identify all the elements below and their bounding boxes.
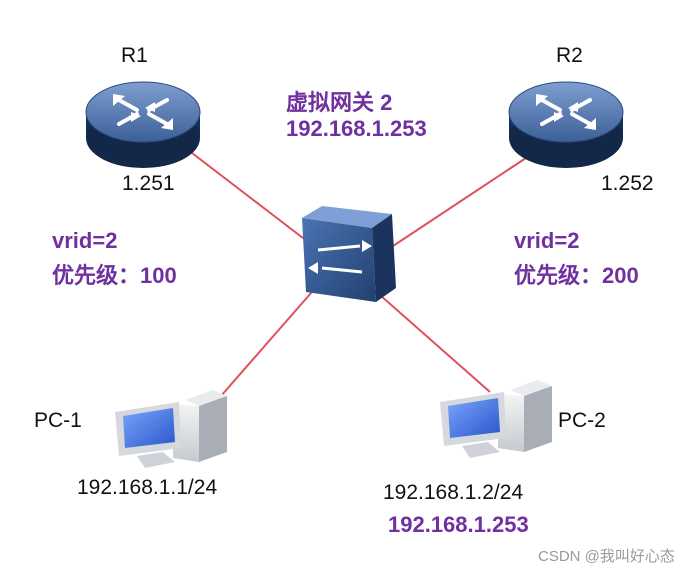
router-r2-ip: 1.252 bbox=[601, 172, 654, 195]
router-r2-name: R2 bbox=[556, 44, 583, 67]
vrrp-left-priority: 优先级：100 bbox=[52, 263, 177, 288]
vrrp-left-vrid: vrid=2 bbox=[52, 228, 118, 253]
router-r1-name: R1 bbox=[121, 44, 148, 67]
pc-1-icon bbox=[115, 390, 227, 468]
router-r1-icon bbox=[85, 81, 201, 168]
links bbox=[174, 139, 536, 421]
pc-2-gateway: 192.168.1.253 bbox=[388, 512, 529, 537]
link-switch-pc2 bbox=[371, 287, 491, 393]
vrrp-right-vrid: vrid=2 bbox=[514, 228, 580, 253]
vrrp-right-priority: 优先级：200 bbox=[514, 263, 639, 288]
pc-2-ip: 192.168.1.2/24 bbox=[383, 481, 524, 504]
link-r1-switch bbox=[174, 139, 317, 249]
pc-2-name: PC-2 bbox=[558, 409, 606, 432]
watermark: CSDN @我叫好心态 bbox=[538, 548, 675, 565]
switch-icon bbox=[302, 206, 396, 302]
pc-1-name: PC-1 bbox=[34, 409, 82, 432]
router-r2-icon bbox=[508, 81, 624, 168]
pc-1-ip: 192.168.1.1/24 bbox=[77, 476, 218, 499]
pc-2-icon bbox=[440, 380, 552, 458]
router-r1-ip: 1.251 bbox=[122, 172, 175, 195]
virtual-gateway-name: 虚拟网关 2 bbox=[286, 90, 393, 115]
virtual-gateway-ip: 192.168.1.253 bbox=[286, 116, 427, 141]
link-r2-switch bbox=[383, 151, 536, 253]
